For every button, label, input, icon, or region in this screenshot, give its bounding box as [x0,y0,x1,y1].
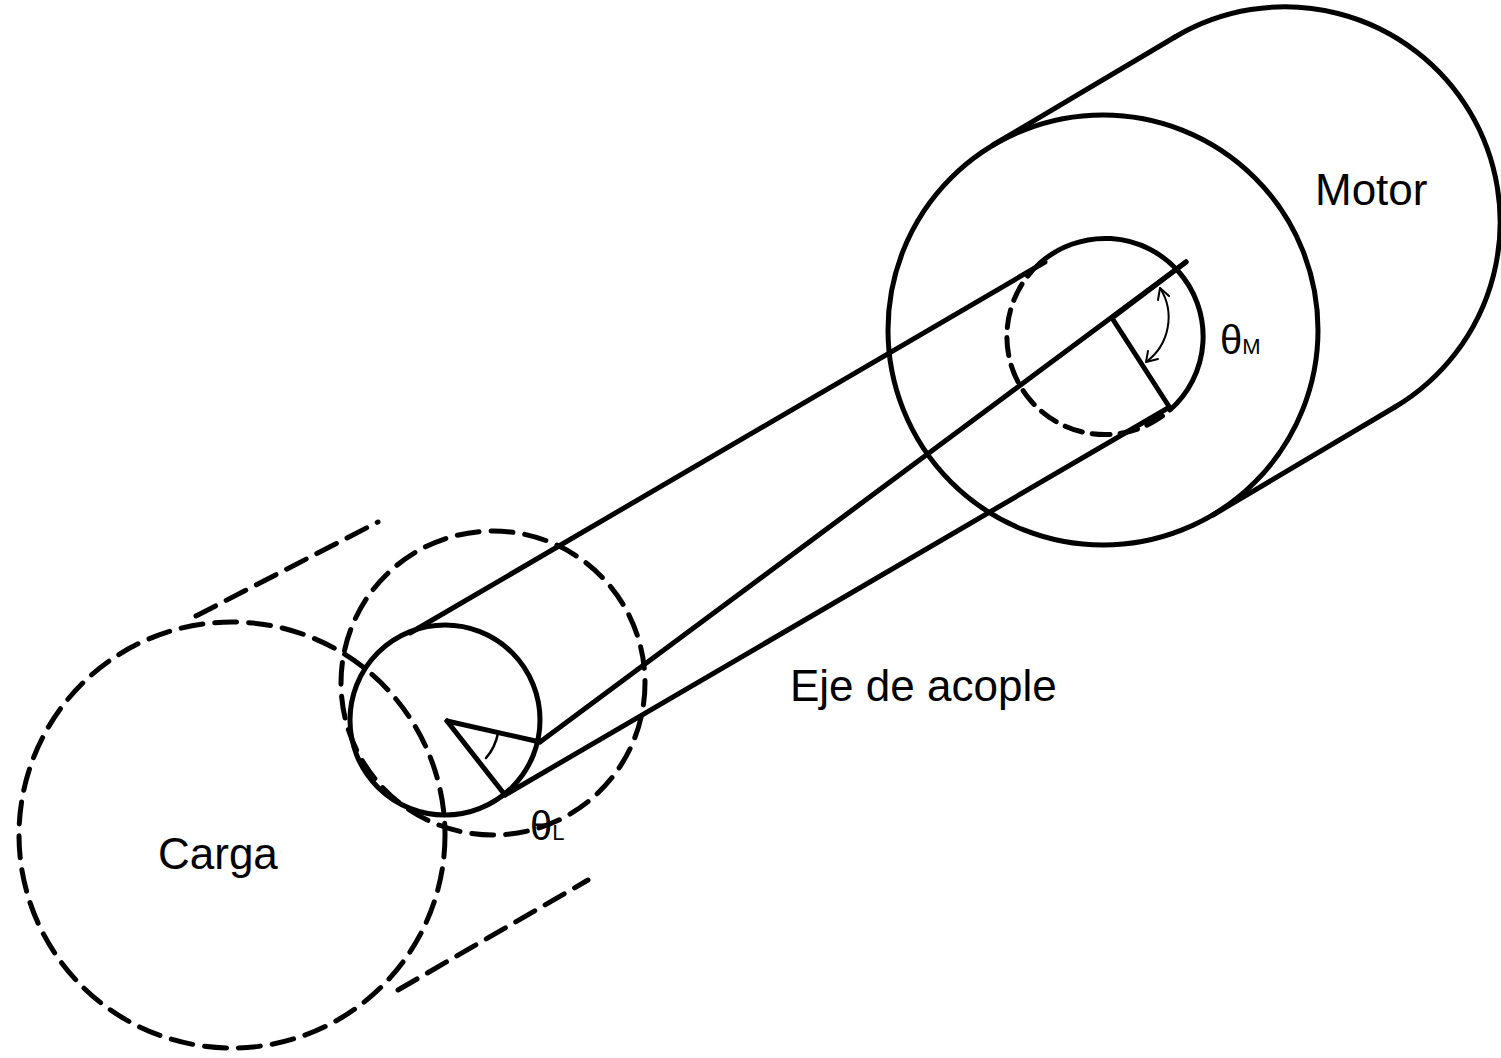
coupling-shaft [350,238,1203,815]
load-cylinder [19,522,645,1048]
angle-symbol: θL [530,806,565,846]
motor-cylinder [888,7,1500,545]
part-name: Motor [1315,168,1427,212]
part-name: Carga [158,832,278,876]
angle-marks [447,262,1186,795]
angle-symbol: θM [1220,320,1261,360]
part-name: Eje de acople [790,664,1057,708]
